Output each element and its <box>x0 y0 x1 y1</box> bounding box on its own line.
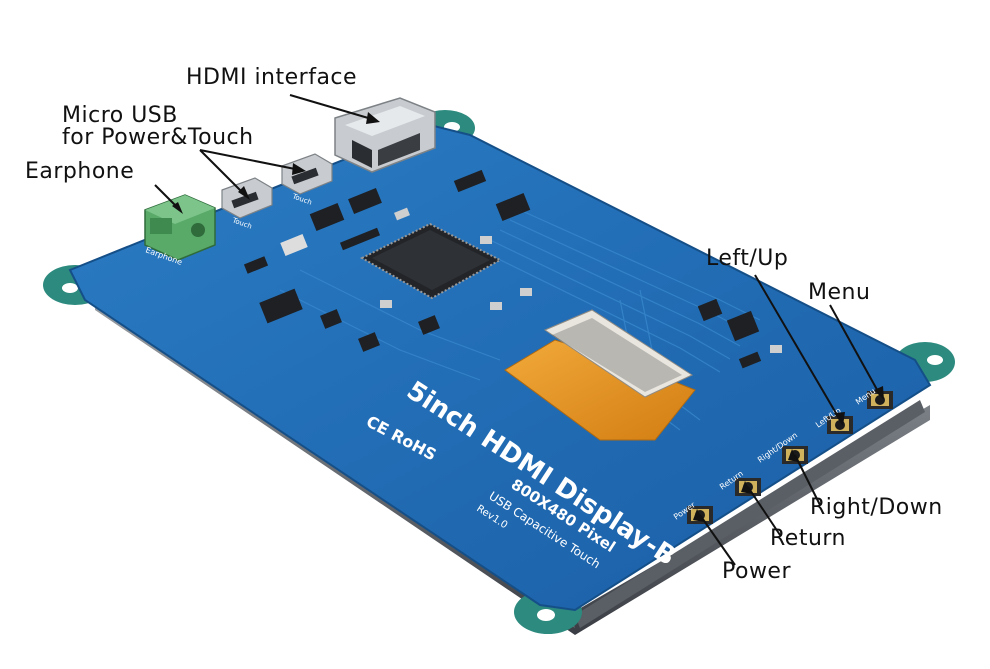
main-controller-chip <box>359 222 503 300</box>
label-micro-usb: Micro USB for Power&Touch <box>62 105 254 149</box>
label-hdmi-interface: HDMI interface <box>186 65 358 90</box>
callout-leaders <box>154 94 881 566</box>
fpc-flex-cable <box>504 309 696 441</box>
label-return: Return <box>770 526 847 551</box>
label-micro-usb-line2: for Power&Touch <box>62 125 254 150</box>
label-power: Power <box>722 559 792 584</box>
label-micro-usb-line1: Micro USB <box>62 103 178 128</box>
callout-arrowheads <box>172 112 884 522</box>
hdmi-connector <box>334 97 436 173</box>
smd-components <box>243 169 782 369</box>
label-right-down: Right/Down <box>810 495 943 520</box>
label-left-up: Left/Up <box>706 246 789 271</box>
label-earphone: Earphone <box>25 159 135 184</box>
label-menu: Menu <box>808 280 871 305</box>
